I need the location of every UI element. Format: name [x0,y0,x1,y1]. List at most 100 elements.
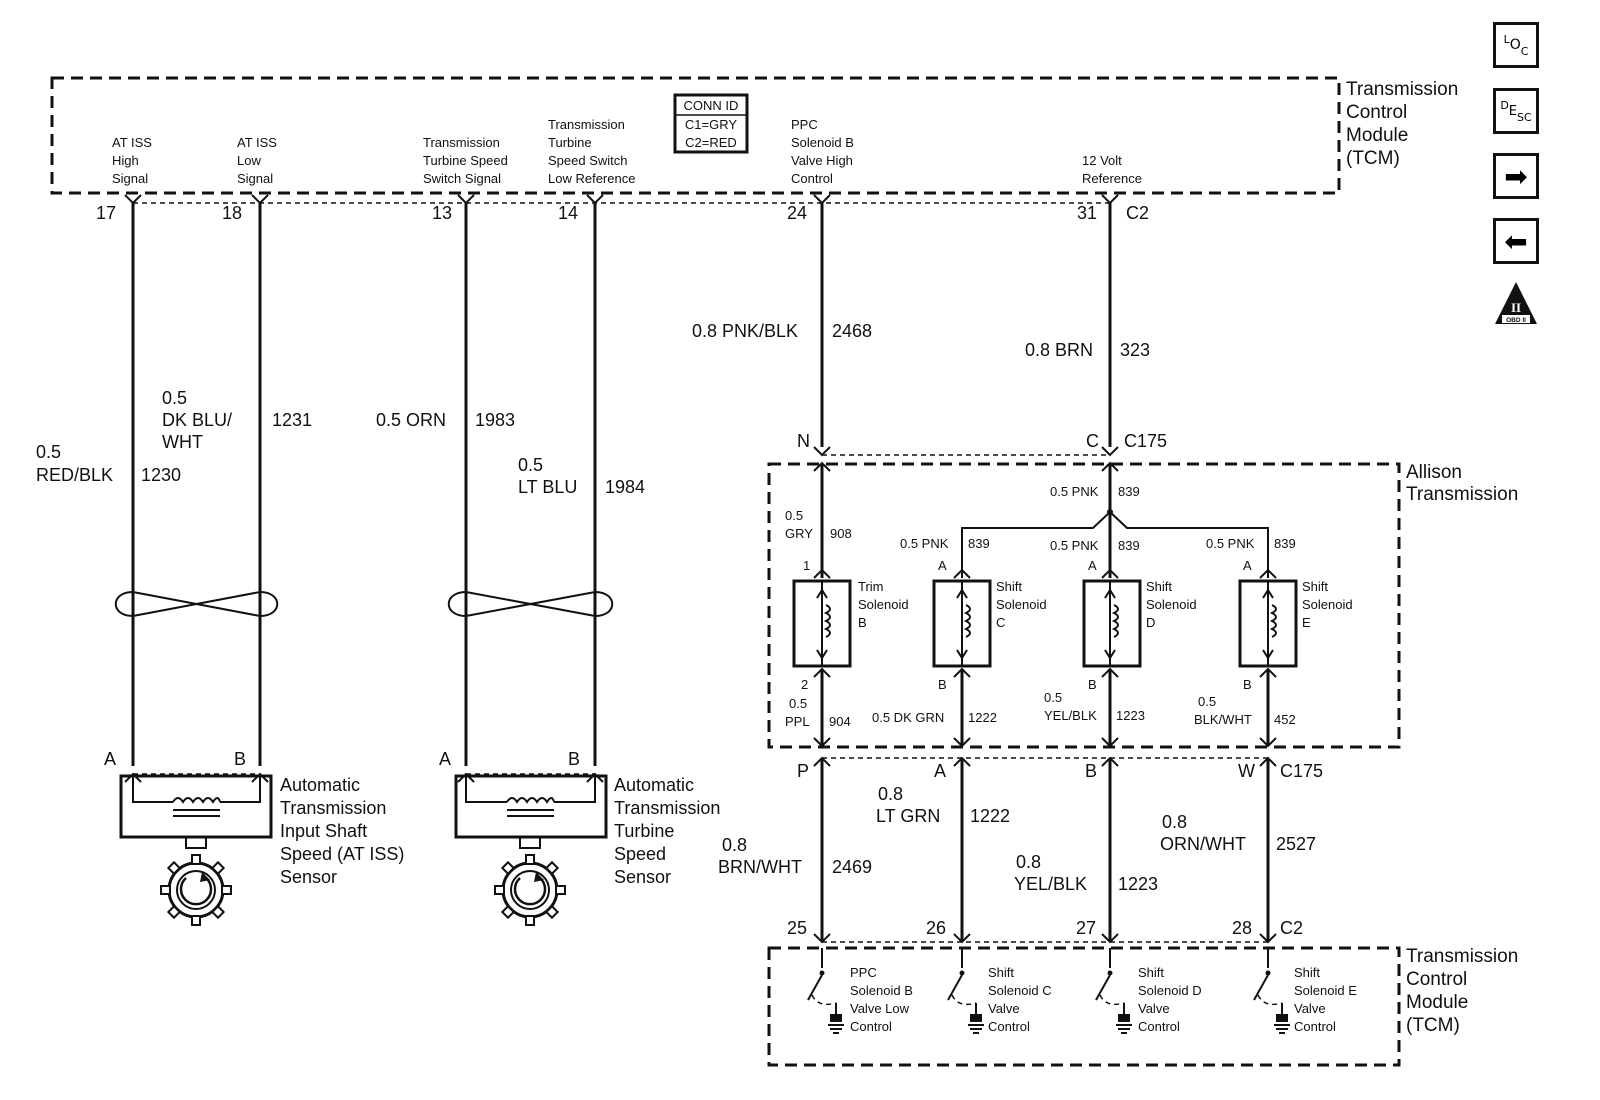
svg-text:2468: 2468 [832,321,872,341]
svg-text:0.8: 0.8 [722,835,747,855]
desc-glyph-d: D [1500,98,1509,112]
twisted-pair-iss [114,590,279,618]
svg-text:CONN ID: CONN ID [684,98,739,113]
allison-transmission-box [767,462,1401,749]
obd-numeral: II [1511,300,1521,315]
svg-text:Solenoid C: Solenoid C [988,983,1052,998]
svg-text:Control: Control [850,1019,892,1034]
arrow-left-icon: ⬅ [1504,224,1528,258]
svg-text:452: 452 [1274,712,1296,727]
iss-pin-b: B [234,749,246,769]
tss-pin-b: B [568,749,580,769]
conn-id-box: CONN ID C1=GRY C2=RED [673,93,749,154]
svg-text:12 Volt: 12 Volt [1082,153,1122,168]
svg-text:Solenoid D: Solenoid D [1138,983,1202,998]
wire-label-1984: 0.5 LT BLU 1984 [518,455,645,497]
svg-text:DK BLU/: DK BLU/ [162,410,232,430]
pin-25: 25 [787,918,807,938]
next-page-button[interactable]: ➡ [1493,153,1539,199]
sol-d-pin-a: A [1088,558,1097,573]
svg-text:C1=GRY: C1=GRY [685,117,737,132]
svg-text:Solenoid: Solenoid [858,597,909,612]
c175-pin-a: A [934,761,946,781]
svg-text:Transmission: Transmission [614,798,720,818]
svg-text:1230: 1230 [141,465,181,485]
svg-text:2469: 2469 [832,857,872,877]
wire-label-1230: 0.5 RED/BLK 1230 [36,442,181,485]
svg-text:Automatic: Automatic [614,775,694,795]
connector-c2-top: C2 [1126,203,1149,223]
obd-triangle [1495,282,1537,324]
driver-shift-solenoid-c: Shift Solenoid C Valve Control [947,948,1052,1034]
tcm-module-label-top: Transmission Control Module (TCM) [1346,79,1458,169]
svg-text:Solenoid E: Solenoid E [1294,983,1357,998]
svg-text:PPC: PPC [791,117,818,132]
wire-label-839-c: 0.5 PNK 839 [900,536,990,551]
svg-text:Module: Module [1346,125,1408,146]
svg-text:0.8: 0.8 [1162,812,1187,832]
wire-label-2469: 0.8 BRN/WHT 2469 [718,835,872,877]
svg-text:Automatic: Automatic [280,775,360,795]
loc-glyph: LOC [1504,33,1529,58]
wire-label-2527: 0.8 ORN/WHT 2527 [1160,812,1316,854]
connector-chevrons-top [124,194,1119,205]
svg-text:908: 908 [830,526,852,541]
svg-text:C2=RED: C2=RED [685,135,737,150]
wire-label-908: 0.5 GRY 908 [785,508,852,541]
iss-pin-a: A [104,749,116,769]
shift-solenoid-c: Shift Solenoid C [932,568,1047,678]
svg-text:Signal: Signal [237,171,273,186]
svg-text:BLK/WHT: BLK/WHT [1194,712,1252,727]
tcm-module-box-bottom [767,946,1401,1067]
sol-b-pin-1: 1 [803,558,810,573]
tcm-input-label-17: AT ISS High Signal [112,135,152,186]
connector-c175-top: C175 [1124,431,1167,451]
svg-text:Solenoid B: Solenoid B [791,135,854,150]
svg-text:C: C [996,615,1005,630]
svg-text:(TCM): (TCM) [1346,148,1400,169]
svg-text:0.5: 0.5 [162,388,187,408]
svg-text:Valve Low: Valve Low [850,1001,910,1016]
driver-ppc-solenoid-b: PPC Solenoid B Valve Low Control [807,948,913,1034]
connector-c175-bottom: C175 [1280,761,1323,781]
svg-text:Sensor: Sensor [614,867,671,887]
svg-text:0.5: 0.5 [1198,694,1216,709]
svg-text:1222: 1222 [970,806,1010,826]
pin-27: 27 [1076,918,1096,938]
svg-text:PPC: PPC [850,965,877,980]
svg-text:Transmission: Transmission [423,135,500,150]
svg-text:Control: Control [1294,1019,1336,1034]
svg-text:Input Shaft: Input Shaft [280,821,367,841]
svg-text:1223: 1223 [1116,708,1145,723]
description-button[interactable]: DESC [1493,88,1539,134]
svg-text:323: 323 [1120,340,1150,360]
svg-text:Shift: Shift [988,965,1014,980]
wire-label-1223-internal: 0.5 YEL/BLK 1223 [1044,690,1145,723]
svg-text:RED/BLK: RED/BLK [36,465,113,485]
svg-text:LT GRN: LT GRN [876,806,940,826]
svg-text:AT ISS: AT ISS [112,135,152,150]
sol-e-pin-a: A [1243,558,1252,573]
svg-text:0.5: 0.5 [785,508,803,523]
component-locator-button[interactable]: LOC [1493,22,1539,68]
svg-text:0.5 PNK: 0.5 PNK [1050,538,1099,553]
svg-text:AT ISS: AT ISS [237,135,277,150]
svg-text:Speed: Speed [614,844,666,864]
svg-text:0.8: 0.8 [878,784,903,804]
arrow-right-icon: ➡ [1504,159,1528,193]
tcm-module-label-bottom: Transmission Control Module (TCM) [1406,946,1518,1036]
svg-text:ORN/WHT: ORN/WHT [1160,834,1246,854]
svg-text:Valve: Valve [988,1001,1020,1016]
svg-text:Shift: Shift [1294,965,1320,980]
obd-ii-icon[interactable]: II OBD II [1493,280,1539,326]
wire-label-2468: 0.8 PNK/BLK 2468 [692,321,872,341]
previous-page-button[interactable]: ⬅ [1493,218,1539,264]
svg-text:Turbine: Turbine [614,821,674,841]
svg-text:0.5: 0.5 [518,455,543,475]
svg-text:Solenoid B: Solenoid B [850,983,913,998]
svg-text:839: 839 [1118,484,1140,499]
svg-text:Valve: Valve [1138,1001,1170,1016]
wire-label-1222: 0.8 LT GRN 1222 [876,784,1010,826]
c175-chevrons-bottom-in [813,737,1277,748]
